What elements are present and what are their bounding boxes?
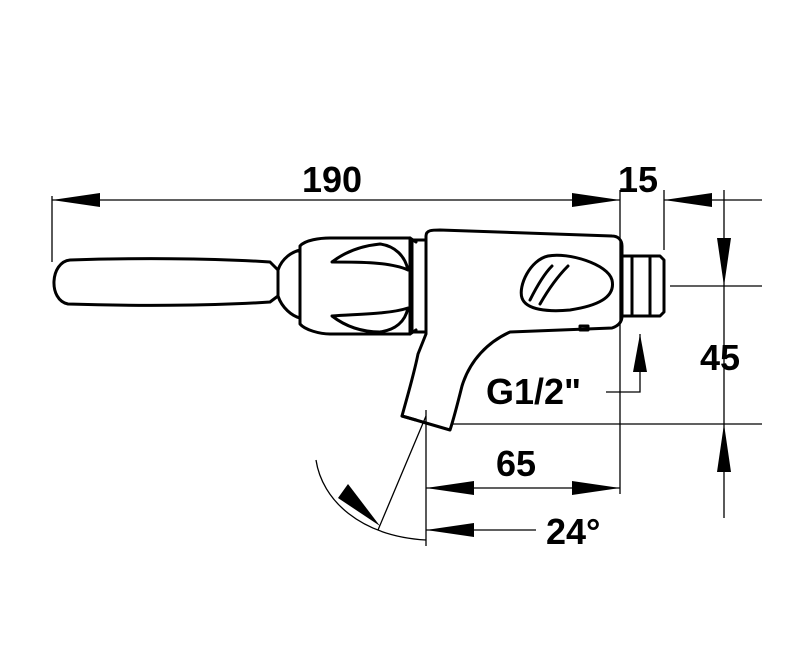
dim-15-label: 15 — [618, 159, 658, 200]
dimension-lines — [51, 190, 762, 546]
lever-neck — [276, 248, 302, 320]
dim-45-label: 45 — [700, 337, 740, 378]
dim-190-label: 190 — [302, 159, 362, 200]
tap-outline — [52, 228, 666, 432]
valve-body — [400, 228, 624, 432]
lever-handle — [52, 257, 280, 307]
cap-fin-top — [330, 242, 410, 272]
threaded-connector — [620, 254, 666, 318]
cap-fin-bottom — [330, 306, 410, 334]
angle-24-label: 24° — [546, 511, 600, 552]
body-logo — [519, 253, 614, 313]
thread-size-label: G1/2" — [486, 371, 581, 412]
dim-65-label: 65 — [496, 443, 536, 484]
flange-ring — [410, 238, 428, 334]
knurled-cap — [298, 236, 412, 336]
